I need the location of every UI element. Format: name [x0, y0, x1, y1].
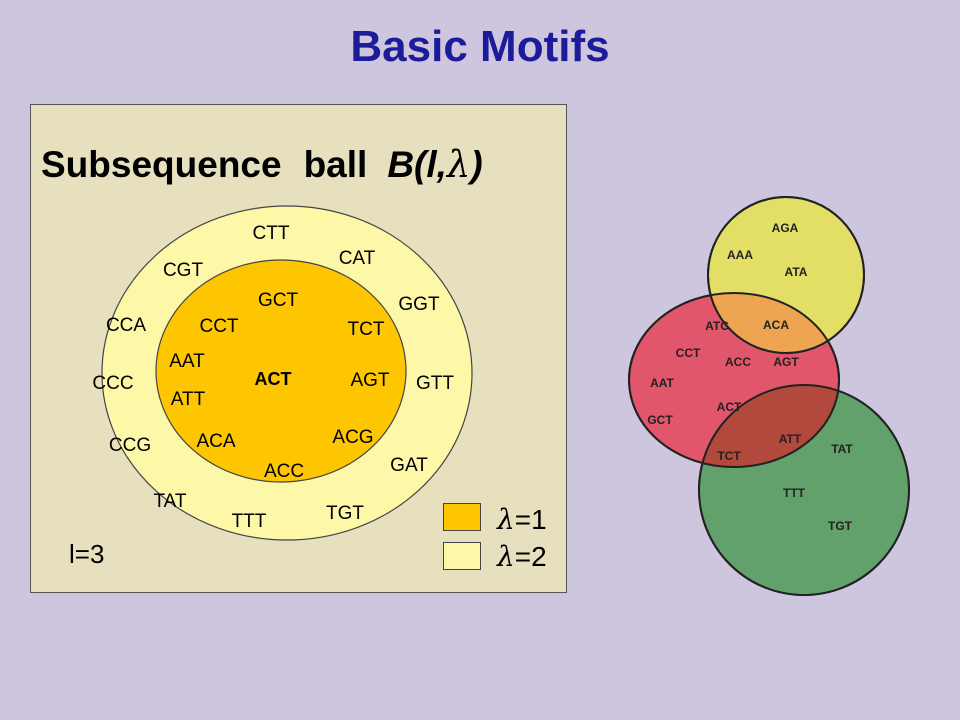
venn-sequence: AAT	[650, 376, 674, 390]
inner-ball-lambda-1	[155, 259, 407, 483]
venn-sequence: AAA	[727, 248, 753, 262]
venn-sequence: AGA	[772, 221, 799, 235]
venn-sequence: AGT	[773, 355, 799, 369]
inner-sequence: ACC	[264, 461, 304, 482]
heading-subsequence: Subsequence	[41, 144, 282, 185]
yellow-circle-outline	[707, 196, 865, 354]
yellow-circle	[707, 196, 865, 354]
heading-close-paren: )	[470, 144, 483, 185]
venn-sequence: GCT	[647, 413, 673, 427]
heading-lambda: λ	[446, 143, 471, 186]
legend-label-lambda-1: λ=1	[497, 503, 547, 536]
green-circle	[698, 384, 910, 596]
venn-sequence: ATA	[785, 265, 808, 279]
inner-sequence: TCT	[348, 319, 385, 340]
heading-ball-function: B(l,λ)	[387, 143, 483, 186]
venn-sequence: CCT	[676, 346, 701, 360]
slide-title: Basic Motifs	[350, 22, 610, 71]
inner-sequence: ATT	[171, 389, 206, 410]
inner-sequence: ACA	[196, 431, 235, 452]
legend-lambda-value: =2	[514, 541, 547, 572]
outer-sequence: GAT	[390, 455, 428, 476]
outer-sequence: TTT	[232, 511, 267, 532]
inner-sequence: ACG	[332, 427, 373, 448]
outer-sequence: CGT	[163, 260, 204, 281]
inner-sequence: AGT	[350, 370, 389, 391]
outer-sequence: CTT	[253, 223, 290, 244]
yellow-red-overlap	[708, 293, 839, 353]
venn-sequence: TCT	[717, 449, 741, 463]
center-sequence: ACT	[255, 369, 292, 389]
red-green-overlap	[699, 385, 839, 467]
outer-sequence: GTT	[416, 373, 454, 394]
panel-heading: Subsequence ball B(l,λ)	[41, 143, 483, 186]
venn-sequence: TTT	[783, 486, 806, 500]
outer-sequence: CCC	[92, 373, 133, 394]
legend-label-lambda-2: λ=2	[497, 540, 547, 573]
green-circle-outline	[698, 384, 910, 596]
inner-sequence: GCT	[258, 290, 299, 311]
venn-sequence: TAT	[831, 442, 853, 456]
outer-sequence: CAT	[339, 248, 376, 269]
ball-diagram: ACT GCT CCT TCT AAT AGT ATT ACA ACG ACC …	[92, 205, 473, 541]
legend-lambda-symbol: λ	[497, 503, 515, 536]
outer-sequence: GGT	[398, 294, 440, 315]
red-circle-outline	[628, 292, 840, 468]
legend-lambda-symbol: λ	[497, 540, 515, 573]
venn-sequence: ATC	[705, 319, 729, 333]
venn-sequence: ACC	[725, 355, 751, 369]
outer-sequence: CCA	[106, 315, 146, 336]
outer-sequence: TGT	[326, 503, 364, 524]
heading-ball: ball	[303, 144, 368, 185]
length-label: l=3	[69, 539, 105, 569]
legend-swatch-lambda-1	[443, 503, 481, 531]
venn-sequence: ATT	[779, 432, 802, 446]
inner-sequence: CCT	[199, 316, 238, 337]
red-circle	[628, 292, 840, 468]
outer-sequence: TAT	[153, 491, 186, 512]
inner-sequence: AAT	[169, 351, 205, 372]
heading-func-name: B(l,	[387, 144, 447, 185]
venn-sequence: TGT	[828, 519, 853, 533]
legend-swatch-lambda-2	[443, 542, 481, 570]
outer-sequence: CCG	[109, 435, 151, 456]
venn-sequence: ACA	[763, 318, 789, 332]
venn-sequence: ACT	[717, 400, 742, 414]
legend-lambda-value: =1	[514, 504, 547, 535]
